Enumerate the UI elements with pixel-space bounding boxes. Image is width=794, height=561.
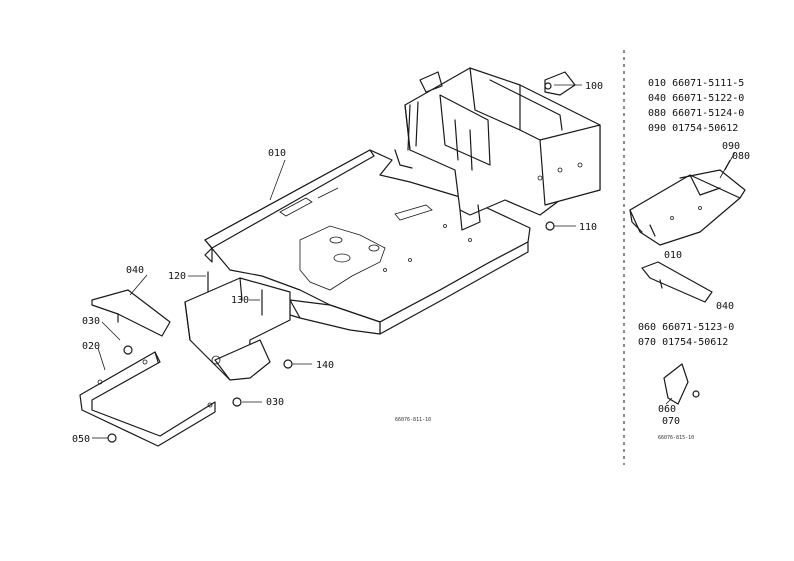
- callout-130: 130: [231, 295, 249, 306]
- parts-line-6: 070 01754-50612: [638, 337, 728, 348]
- callout-040-right: 040: [716, 301, 734, 312]
- upper-frame: [394, 67, 601, 231]
- callout-110: 110: [579, 222, 597, 233]
- callout-060: 060: [658, 404, 676, 415]
- side-box: [184, 277, 291, 381]
- fasteners: [107, 82, 555, 443]
- parts-list-bottom: 060 66071-5123-0 070 01754-50612: [638, 322, 734, 348]
- leader-lines: [92, 84, 582, 439]
- callout-120: 120: [168, 271, 186, 282]
- parts-line-5: 060 66071-5123-0: [638, 322, 734, 333]
- drawing-number-main: 66076-811-10: [395, 417, 431, 423]
- callout-040: 040: [126, 265, 144, 276]
- callout-080: 080: [732, 151, 750, 162]
- callout-020: 020: [82, 341, 100, 352]
- parts-line-2: 040 66071-5122-0: [648, 93, 744, 104]
- callout-070: 070: [662, 416, 680, 427]
- drawing-number-right: 66076-815-10: [658, 435, 694, 441]
- parts-list-top: 010 66071-5111-5 040 66071-5122-0 080 66…: [648, 78, 744, 134]
- mini-cover-040: [641, 261, 713, 303]
- callouts: 010 040 120 130 030 020 050 030 140 100 …: [72, 81, 603, 445]
- parts-line-1: 010 66071-5111-5: [648, 78, 744, 89]
- callout-140: 140: [316, 360, 334, 371]
- cover-040: [91, 289, 171, 337]
- callout-030-b: 030: [266, 397, 284, 408]
- callout-030-a: 030: [82, 316, 100, 327]
- bracket-060: [663, 363, 700, 405]
- callout-050: 050: [72, 434, 90, 445]
- parts-line-3: 080 66071-5124-0: [648, 108, 744, 119]
- callout-100: 100: [585, 81, 603, 92]
- callout-010: 010: [268, 148, 286, 159]
- bracket-020: [79, 351, 216, 447]
- callout-090: 090: [722, 141, 740, 152]
- callout-010-right: 010: [664, 250, 682, 261]
- parts-line-4: 090 01754-50612: [648, 123, 738, 134]
- mini-frame-010: [629, 151, 746, 246]
